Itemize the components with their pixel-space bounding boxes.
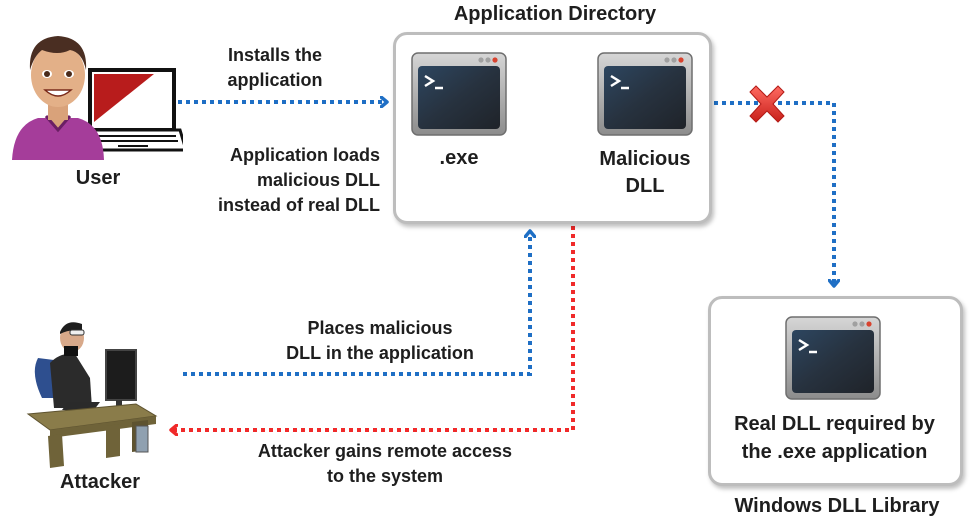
malicious-dll-terminal-icon	[597, 52, 693, 136]
attacker-figure	[20, 318, 180, 468]
gains-annotation: Attacker gains remote access to the syst…	[225, 439, 545, 489]
blocked-path-arrow	[714, 101, 834, 285]
installs-line-1: Installs the	[227, 45, 323, 65]
user-with-laptop-icon	[12, 36, 189, 160]
red-x-icon	[749, 85, 785, 123]
user-figure	[8, 30, 189, 165]
real-dll-terminal-icon	[785, 316, 881, 400]
gains-line-2: to the system	[326, 466, 444, 486]
attacker-label: Attacker	[59, 471, 141, 493]
windows-dll-library-title: Windows DLL Library	[734, 495, 940, 517]
malicious-dll-label-line-2: DLL	[625, 175, 665, 197]
places-annotation: Places malicious DLL in the application	[255, 316, 505, 366]
remote-access-arrow	[172, 226, 575, 430]
loads-line-1: Application loads	[229, 145, 380, 165]
loads-line-2: malicious DLL	[256, 170, 380, 190]
loads-annotation: Application loads malicious DLL instead …	[190, 143, 380, 218]
loads-line-3: instead of real DLL	[217, 195, 380, 215]
real-dll-line-1: Real DLL required by	[734, 413, 935, 435]
user-label: User	[75, 167, 121, 189]
places-line-1: Places malicious	[307, 318, 453, 338]
exe-terminal-icon	[411, 52, 507, 136]
gains-line-1: Attacker gains remote access	[257, 441, 513, 461]
real-dll-label: Real DLL required by the .exe applicatio…	[712, 410, 957, 466]
installs-line-2: application	[227, 70, 323, 90]
malicious-dll-label: Malicious DLL	[585, 146, 705, 200]
exe-label: .exe	[439, 147, 479, 169]
malicious-dll-label-line-1: Malicious	[599, 148, 691, 170]
installs-annotation: Installs the application	[205, 43, 345, 93]
real-dll-line-2: the .exe application	[741, 441, 928, 463]
places-dll-arrow	[183, 232, 530, 376]
hacker-at-desk-icon	[26, 322, 158, 468]
app-directory-title: Application Directory	[453, 3, 657, 25]
places-line-2: DLL in the application	[286, 343, 474, 363]
